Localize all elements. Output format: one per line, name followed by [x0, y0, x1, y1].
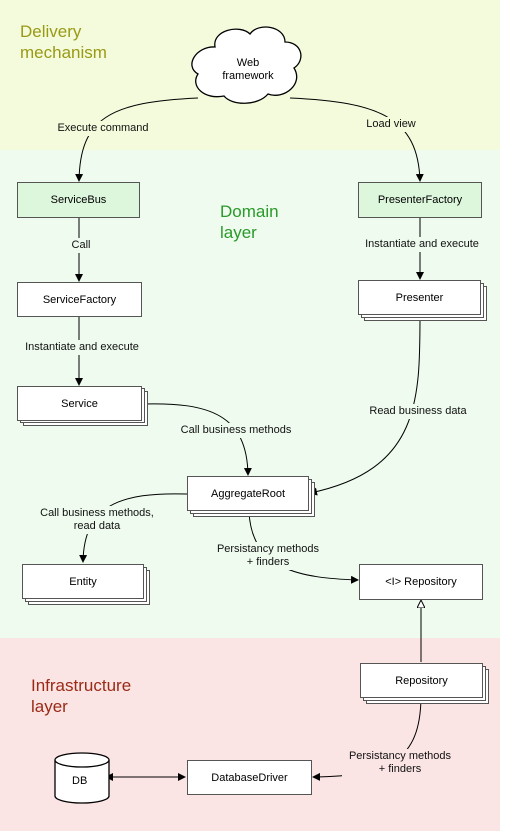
- db-label: DB: [72, 775, 88, 787]
- instantiate-service-label: Instantiate and execute: [18, 340, 146, 355]
- persistancy-domain-label: Persistancy methods + finders: [209, 542, 327, 570]
- service-node: Service: [17, 386, 142, 421]
- instantiate-presenter-label: Instantiate and execute: [358, 237, 486, 252]
- read-business-data-label: Read business data: [362, 404, 474, 419]
- execute-command-arrow: [75, 97, 199, 182]
- infrastructure-layer-title: Infrastructure layer: [31, 676, 132, 716]
- db-cylinder: [54, 752, 110, 804]
- call-business-read-label: Call business methods, read data: [33, 506, 161, 534]
- call-business-methods-label: Call business methods: [174, 423, 298, 438]
- service-factory-node: ServiceFactory: [17, 282, 142, 317]
- web-framework-cloud: [191, 26, 302, 104]
- call-business-methods-arrow: [141, 403, 252, 476]
- delivery-mechanism-title: Delivery mechanism: [20, 22, 107, 62]
- repository-interface-node: <I> Repository: [359, 564, 483, 600]
- persistancy-infra-label: Persistancy methods + finders: [342, 749, 458, 777]
- aggregate-root-node: AggregateRoot: [187, 476, 309, 511]
- load-view-arrow: [289, 97, 424, 182]
- web-framework-label: Web framework: [222, 57, 274, 82]
- presenter-node: Presenter: [358, 280, 481, 315]
- load-view-label: Load view: [357, 117, 425, 132]
- service-bus-node: ServiceBus: [17, 182, 140, 218]
- presenter-factory-node: PresenterFactory: [358, 182, 482, 218]
- execute-command-label: Execute command: [52, 121, 154, 136]
- read-business-data-arrow: [309, 313, 421, 496]
- database-driver-node: DatabaseDriver: [187, 760, 312, 795]
- repository-node: Repository: [360, 663, 483, 698]
- entity-node: Entity: [22, 564, 144, 599]
- domain-layer-title: Domain layer: [220, 202, 279, 242]
- call-label: Call: [64, 238, 98, 253]
